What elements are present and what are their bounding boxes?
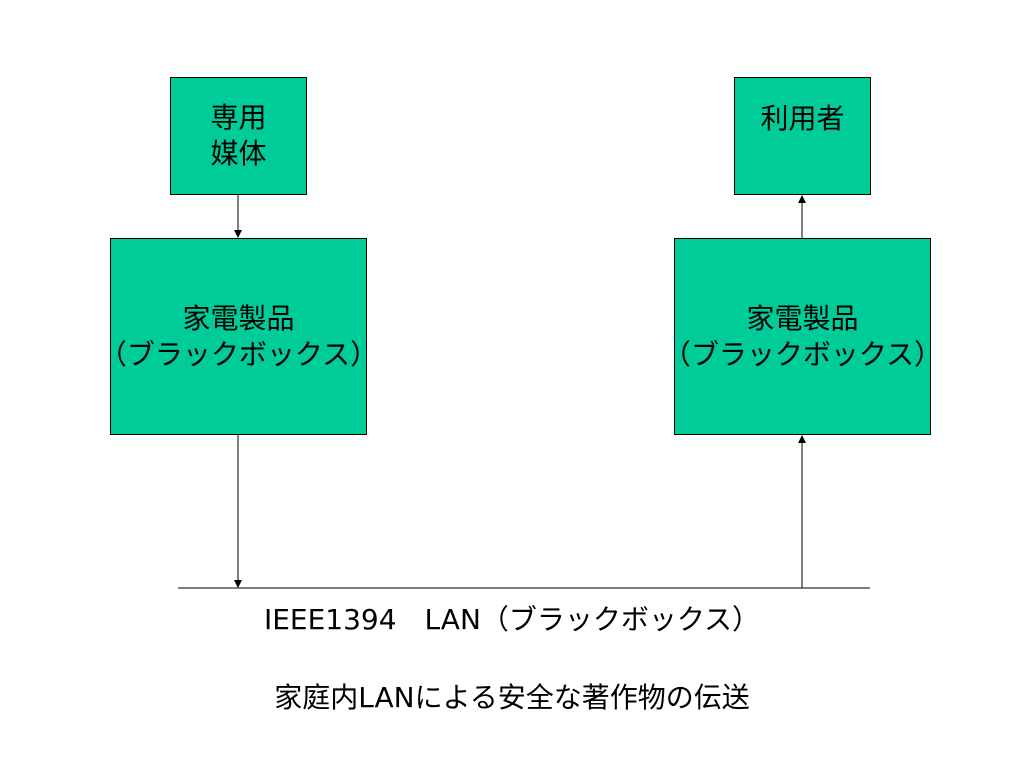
- media-box-line-1: 専用: [210, 101, 267, 134]
- media-box-line-2: 媒体: [210, 137, 267, 170]
- device-right-line-2: （ブラックボックス）: [662, 337, 943, 371]
- dedicated-media-box: 専用 媒体: [170, 77, 307, 195]
- slide-title: 家庭内LANによる安全な著作物の伝送: [274, 681, 750, 714]
- user-box: 利用者: [734, 77, 871, 195]
- lan-label: IEEE1394 LAN（ブラックボックス）: [263, 603, 761, 636]
- device-right-line-1: 家電製品: [746, 301, 859, 335]
- home-appliance-box-right: 家電製品 （ブラックボックス）: [663, 238, 942, 435]
- home-appliance-box-left: 家電製品 （ブラックボックス）: [99, 238, 378, 435]
- device-left-line-1: 家電製品: [182, 301, 295, 335]
- user-box-label: 利用者: [760, 102, 845, 135]
- device-left-line-2: （ブラックボックス）: [98, 337, 379, 371]
